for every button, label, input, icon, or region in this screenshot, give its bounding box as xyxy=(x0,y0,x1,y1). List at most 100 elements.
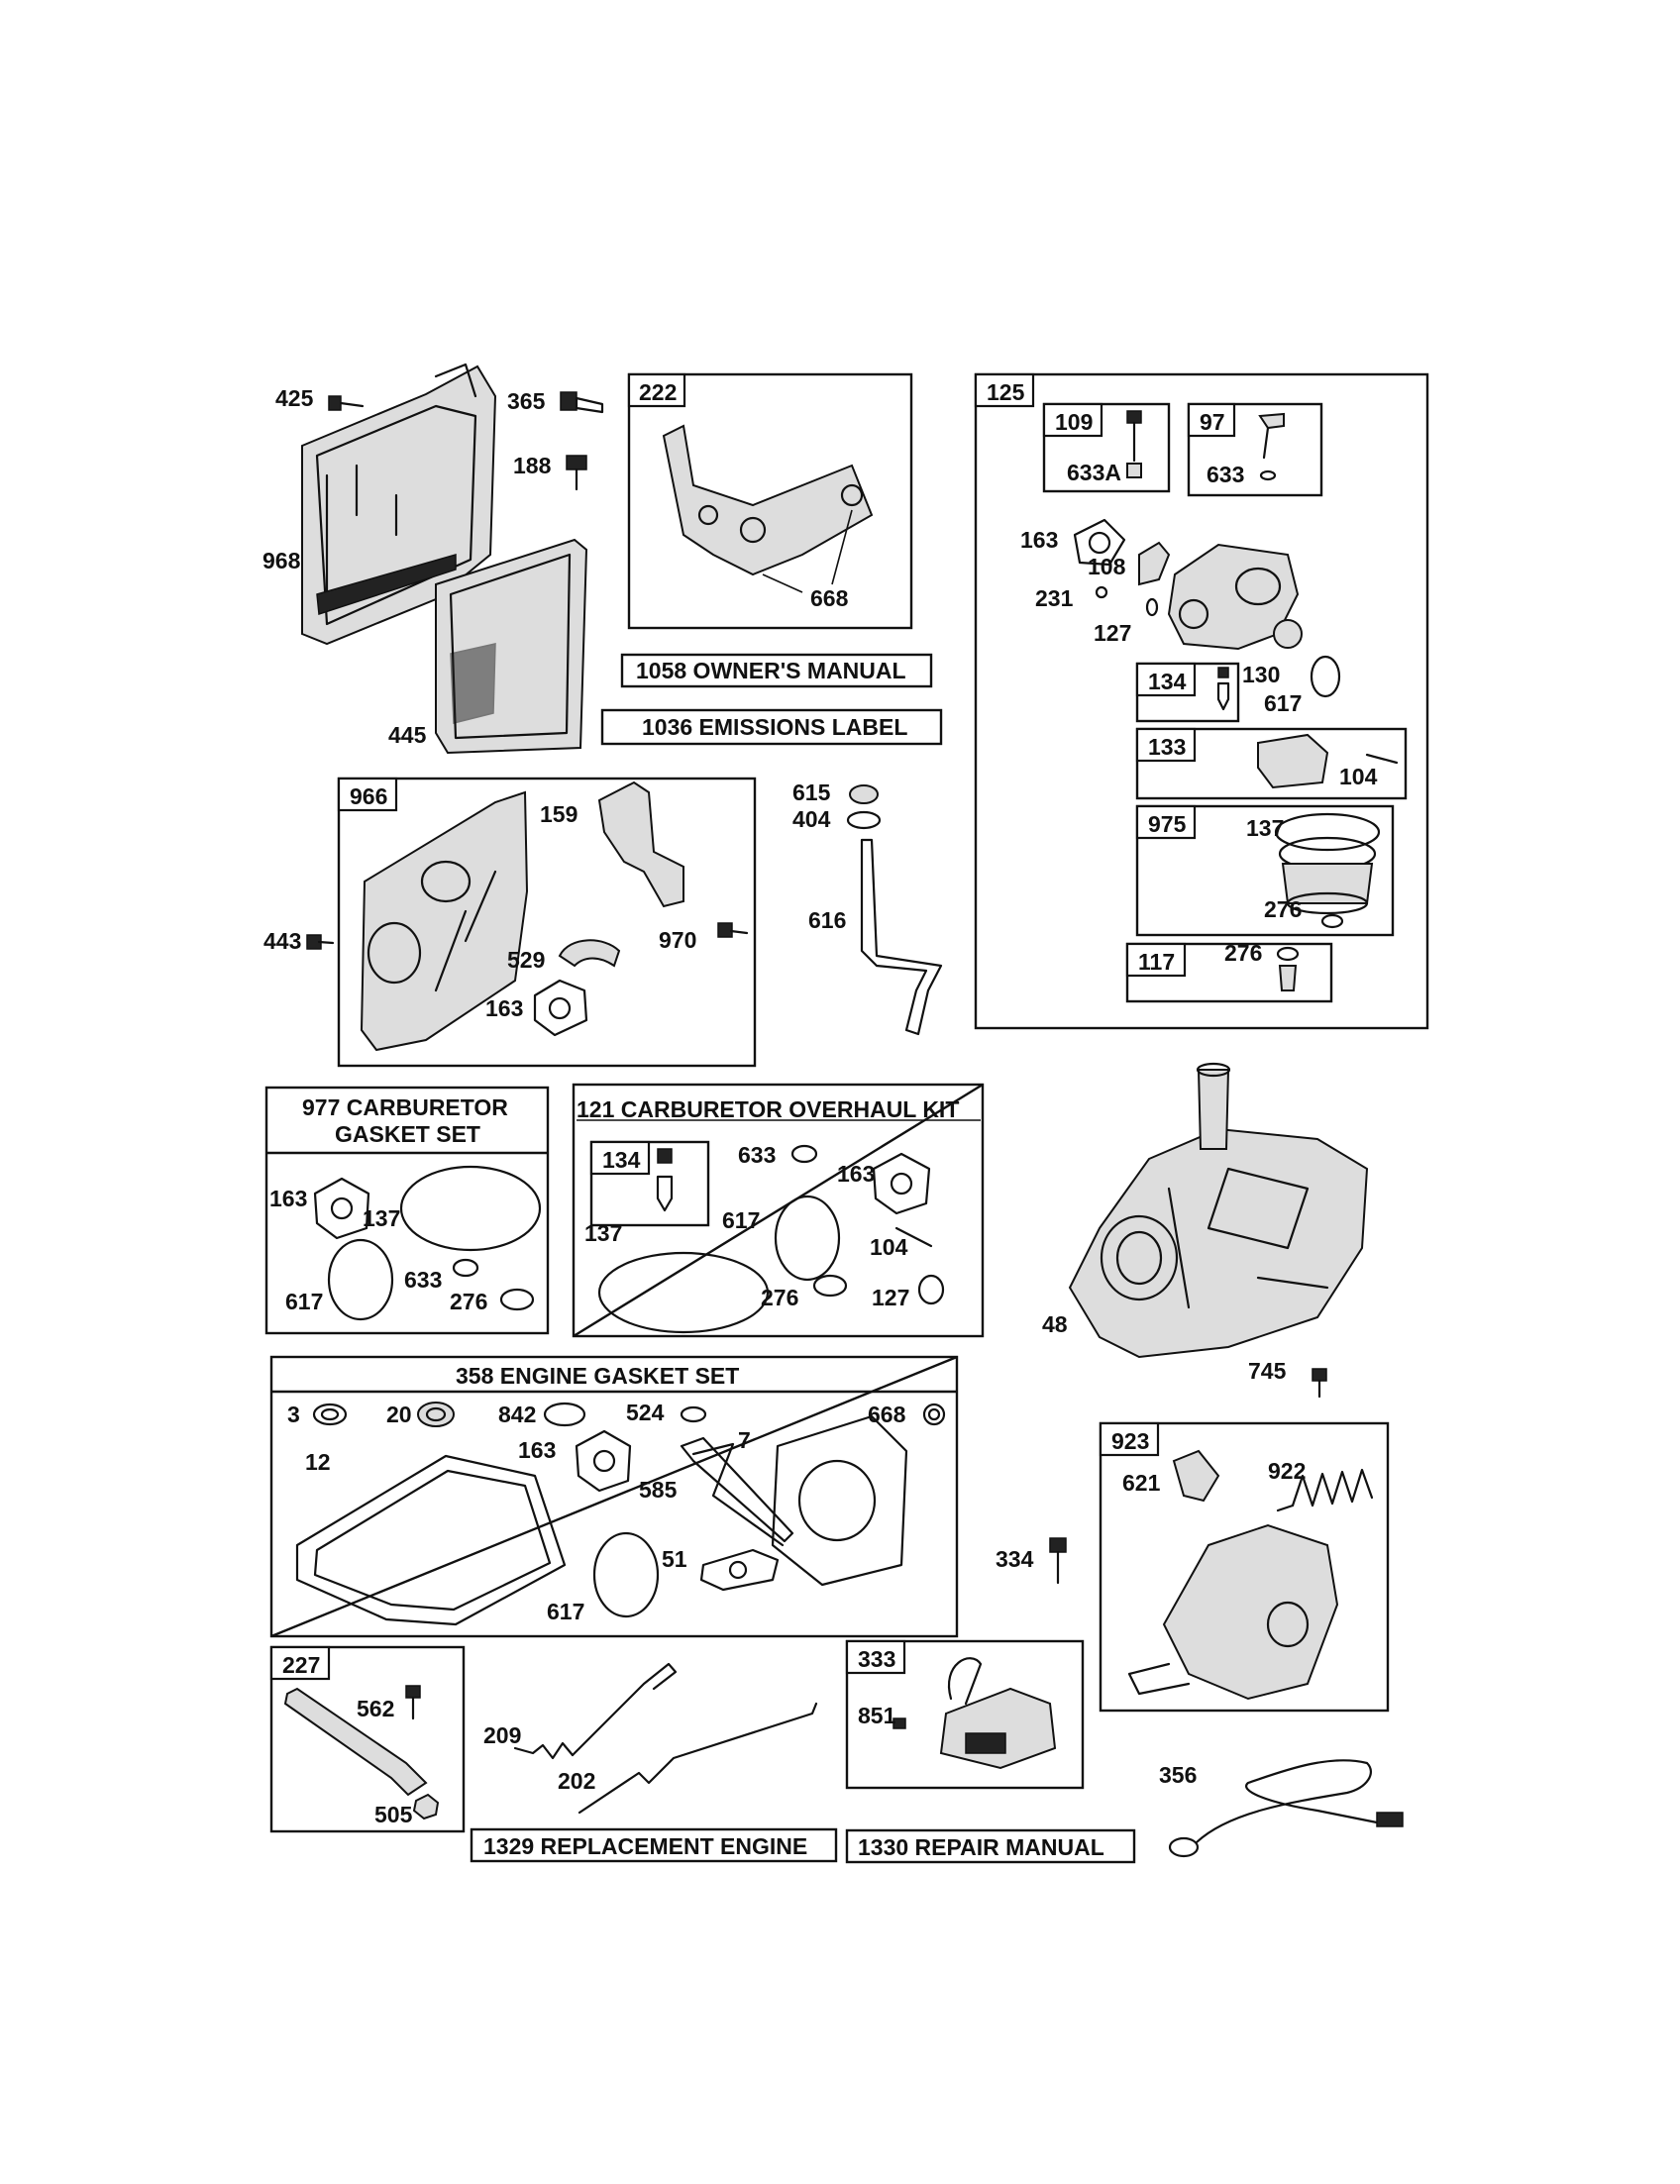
part-109-needle xyxy=(1126,410,1142,478)
title-owners-manual: 1058 OWNER'S MANUAL xyxy=(636,658,906,683)
frame-333 xyxy=(845,1639,1085,1790)
svg-text:134: 134 xyxy=(602,1147,641,1173)
tag-134a: 134 xyxy=(1135,662,1197,697)
label-334: 334 xyxy=(996,1546,1034,1572)
part-117-bowl-screw xyxy=(1276,946,1300,991)
label-562: 562 xyxy=(357,1696,394,1721)
title-carb-gasket-2: GASKET SET xyxy=(335,1121,480,1147)
part-bowl-nut xyxy=(1273,619,1303,649)
frame-125 xyxy=(974,372,1429,1030)
svg-text:333: 333 xyxy=(858,1646,895,1672)
label-922: 922 xyxy=(1268,1458,1306,1484)
part-562-screw xyxy=(405,1685,421,1720)
title-carb-overhaul: 121 CARBURETOR OVERHAUL KIT xyxy=(577,1096,959,1122)
svg-text:966: 966 xyxy=(350,783,387,809)
part-222-bracket xyxy=(662,424,874,593)
label-617c: 617 xyxy=(722,1207,760,1233)
tag-975: 975 xyxy=(1135,804,1197,840)
part-617-ring-977 xyxy=(327,1238,394,1321)
part-633-washer-121 xyxy=(790,1144,818,1164)
part-48-short-block xyxy=(1068,1062,1369,1359)
part-975-bowl xyxy=(1274,812,1381,929)
part-134a-seat xyxy=(1216,667,1230,711)
part-163-gasket-121 xyxy=(872,1152,931,1215)
svg-text:97: 97 xyxy=(1200,409,1225,435)
part-202-link xyxy=(578,1702,818,1815)
title-carb-gasket-1: 977 CARBURETOR xyxy=(302,1094,508,1120)
title-repair-manual: 1330 REPAIR MANUAL xyxy=(858,1834,1104,1860)
svg-text:125: 125 xyxy=(987,379,1025,405)
part-842-ring xyxy=(543,1402,586,1427)
part-137-ring-121 xyxy=(597,1251,770,1334)
part-104-pin-121 xyxy=(894,1226,933,1248)
label-3: 3 xyxy=(287,1402,300,1427)
label-231: 231 xyxy=(1035,585,1074,611)
part-445-filter xyxy=(435,538,588,755)
label-188: 188 xyxy=(513,453,552,478)
svg-text:222: 222 xyxy=(639,379,677,405)
svg-text:134: 134 xyxy=(1148,669,1187,694)
tag-109: 109 xyxy=(1042,402,1103,438)
tag-97: 97 xyxy=(1187,402,1236,438)
label-130: 130 xyxy=(1242,662,1280,687)
label-443: 443 xyxy=(263,928,301,954)
title-engine-gasket: 358 ENGINE GASKET SET xyxy=(456,1363,739,1389)
tag-133: 133 xyxy=(1135,727,1197,763)
part-633-washer-977 xyxy=(452,1258,479,1278)
part-668-washer xyxy=(922,1403,946,1426)
label-668a: 668 xyxy=(810,585,849,611)
frame-133 xyxy=(1135,727,1408,800)
part-163-gasket-top xyxy=(1073,518,1126,567)
label-127a: 127 xyxy=(1094,620,1131,646)
title-emissions-label: 1036 EMISSIONS LABEL xyxy=(642,714,907,740)
part-3-seal xyxy=(312,1403,348,1426)
part-443-screw xyxy=(306,934,335,950)
part-365-stud xyxy=(560,391,604,414)
label-159: 159 xyxy=(540,801,578,827)
frame-966 xyxy=(337,777,757,1068)
frame-977 xyxy=(264,1086,550,1335)
label-20: 20 xyxy=(386,1402,412,1427)
tag-333: 333 xyxy=(845,1639,906,1675)
label-276d: 276 xyxy=(761,1285,798,1310)
part-617-ring-121 xyxy=(774,1195,841,1282)
part-163-gasket-966 xyxy=(533,979,588,1037)
label-529: 529 xyxy=(507,947,545,973)
label-51: 51 xyxy=(662,1546,687,1572)
part-127-ring-121 xyxy=(917,1274,945,1305)
part-585-gasket xyxy=(680,1436,794,1547)
part-616-tube xyxy=(860,838,943,1036)
label-633c: 633 xyxy=(404,1267,442,1293)
part-137-ring-977 xyxy=(399,1165,542,1252)
label-970: 970 xyxy=(659,927,696,953)
label-505: 505 xyxy=(374,1802,413,1827)
label-202: 202 xyxy=(558,1768,595,1794)
part-922-spring xyxy=(1276,1468,1374,1512)
label-48: 48 xyxy=(1042,1311,1068,1337)
tag-117: 117 xyxy=(1125,942,1187,978)
part-356-ground-wire xyxy=(1168,1759,1404,1858)
part-188-screw xyxy=(566,455,587,491)
part-127-o-ring xyxy=(1145,597,1159,617)
part-617-o-ring-top xyxy=(1310,655,1341,698)
label-524: 524 xyxy=(626,1400,665,1425)
label-842: 842 xyxy=(498,1402,536,1427)
label-633b: 633 xyxy=(1207,462,1244,487)
label-209: 209 xyxy=(483,1722,521,1748)
label-163d: 163 xyxy=(837,1161,875,1187)
tag-227: 227 xyxy=(269,1645,331,1681)
label-104b: 104 xyxy=(870,1234,908,1260)
label-621: 621 xyxy=(1122,1470,1161,1496)
svg-text:133: 133 xyxy=(1148,734,1186,760)
label-137a: 137 xyxy=(1246,815,1284,841)
part-745-screw xyxy=(1312,1368,1327,1399)
frame-923 xyxy=(1099,1421,1390,1713)
part-923-control-bracket xyxy=(1127,1523,1339,1701)
label-163e: 163 xyxy=(518,1437,556,1463)
part-425-screw xyxy=(328,395,365,411)
part-404-seal xyxy=(846,810,882,830)
frame-222 xyxy=(627,372,913,630)
title-replacement-engine: 1329 REPLACEMENT ENGINE xyxy=(483,1833,807,1859)
svg-text:117: 117 xyxy=(1138,949,1175,975)
